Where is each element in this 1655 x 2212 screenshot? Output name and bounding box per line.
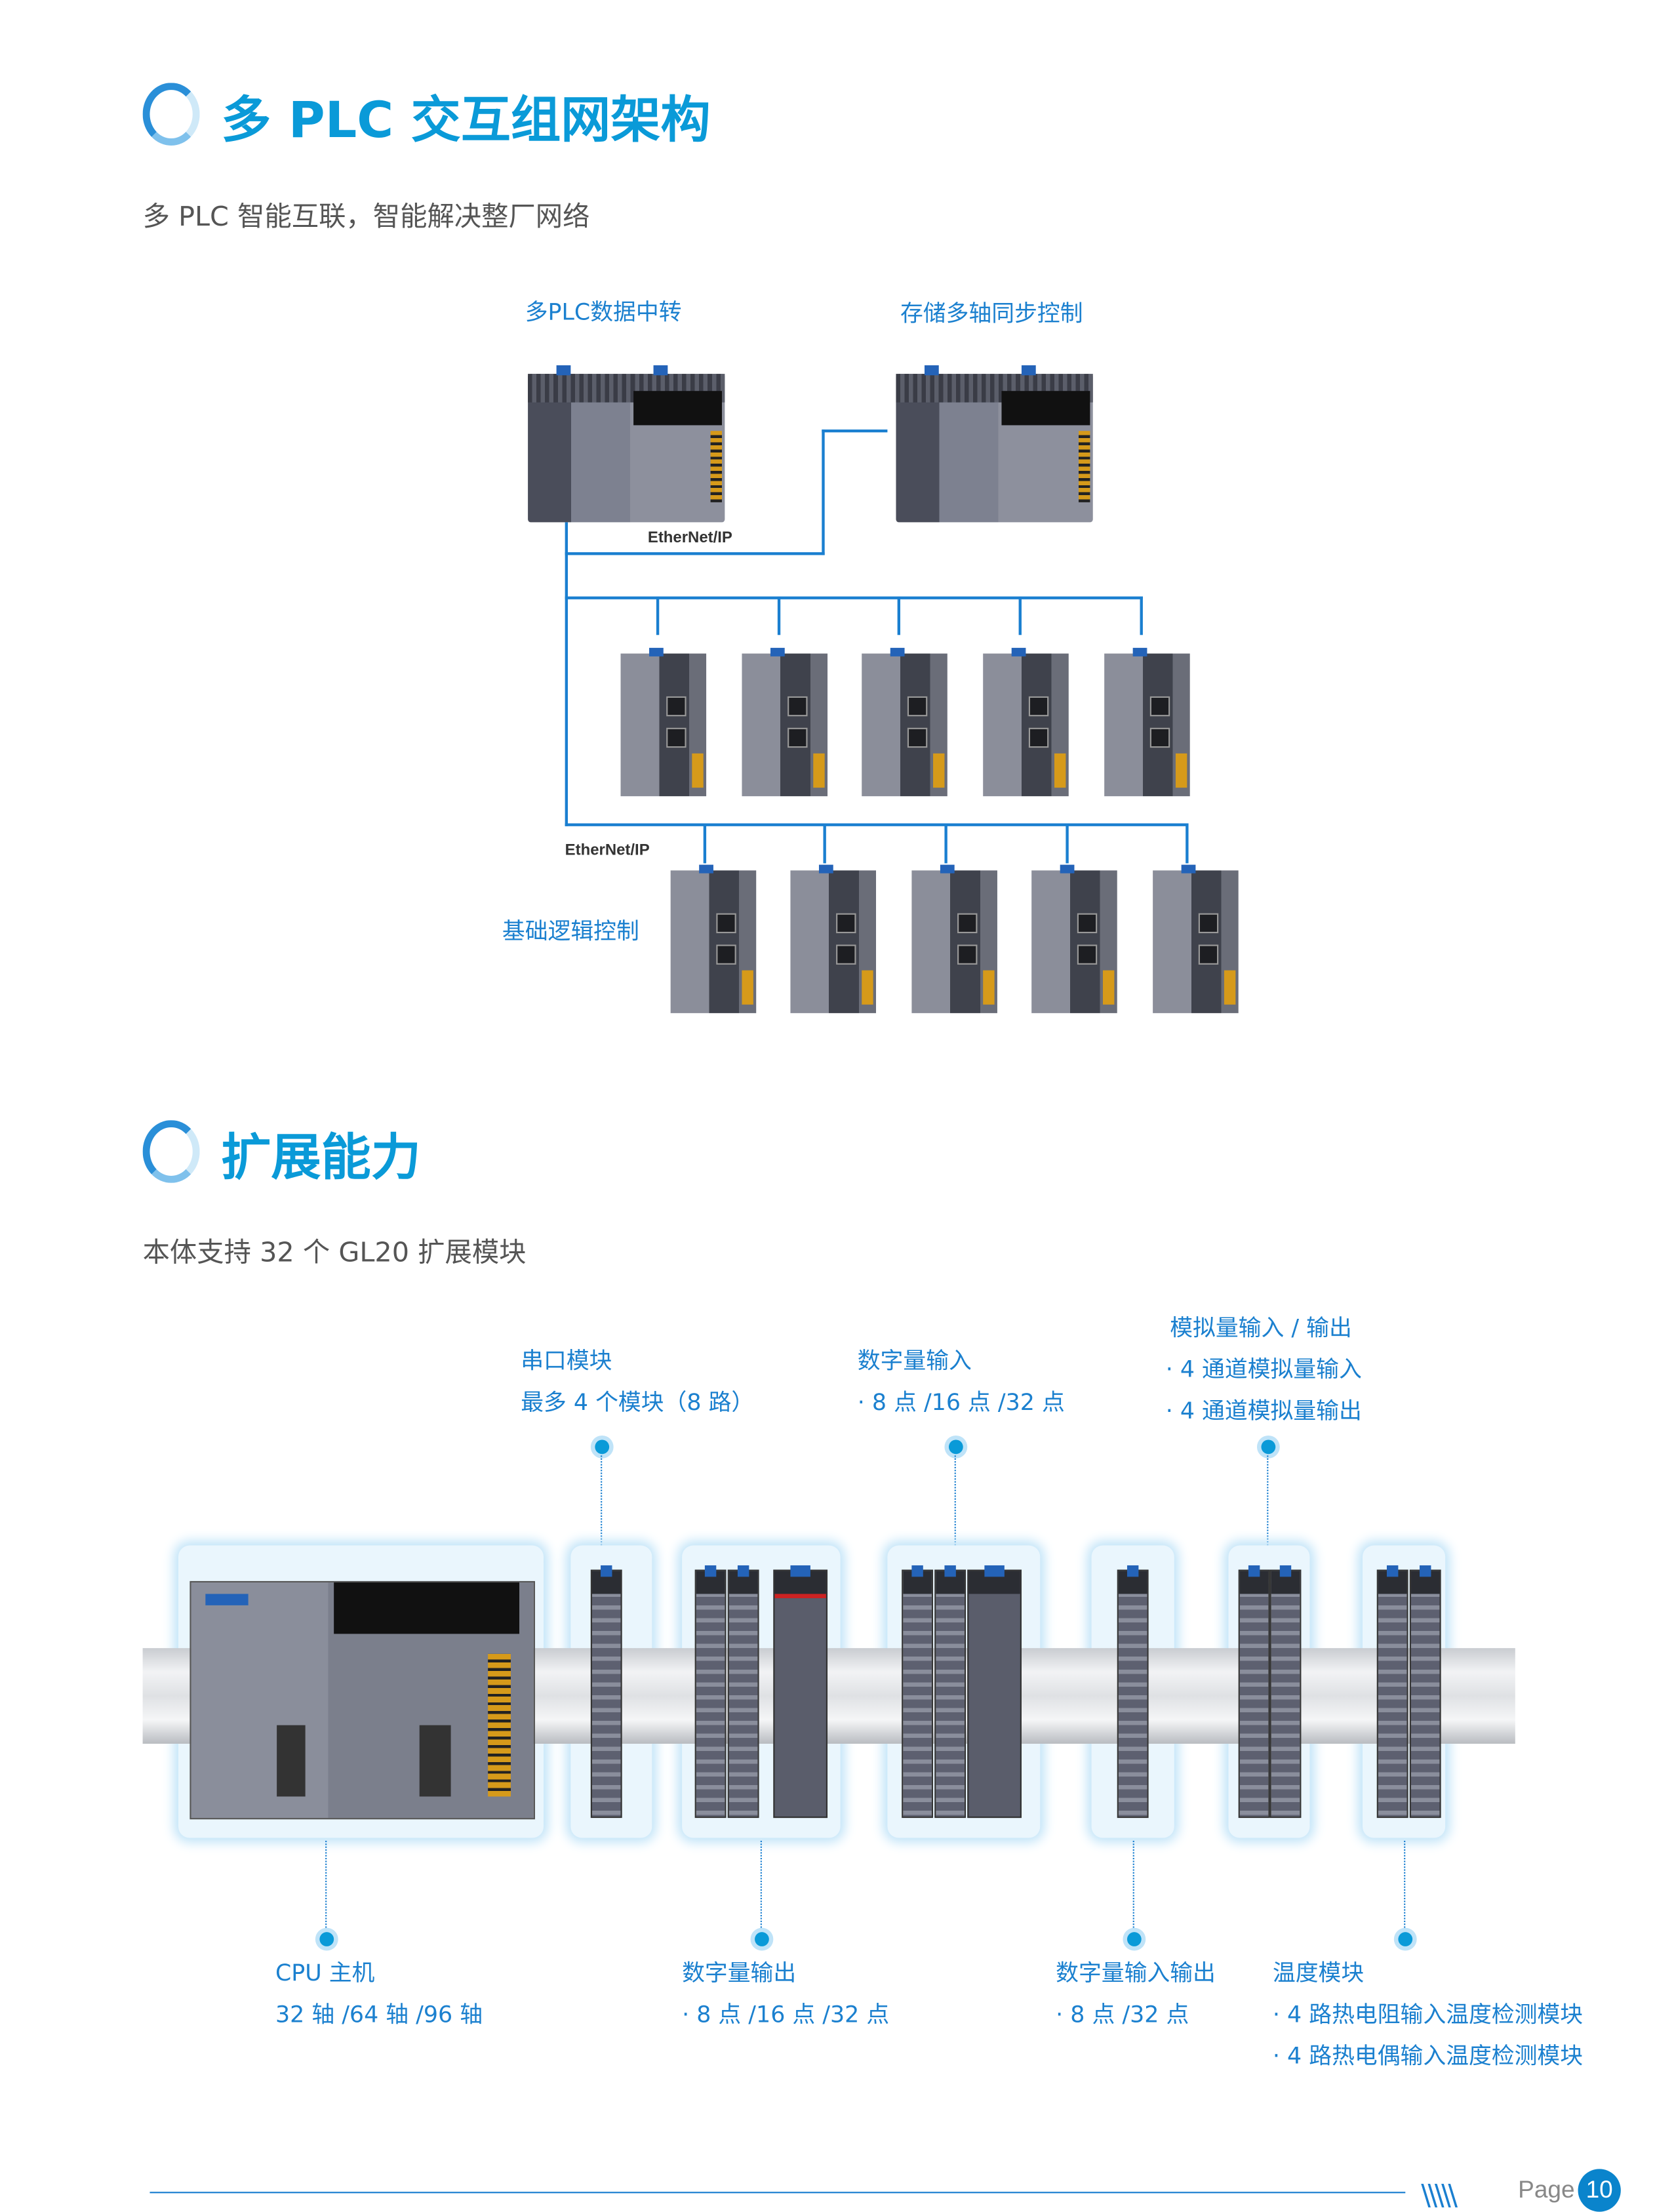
callout-dot	[948, 1439, 963, 1455]
network-drop	[1018, 596, 1022, 635]
network-drop	[944, 823, 947, 864]
remote-io-module	[790, 864, 877, 1013]
callout-dot	[755, 1932, 769, 1946]
digital-output-module-image	[773, 1565, 828, 1819]
footer-rule	[150, 2192, 1406, 2194]
plc-sync-image	[896, 365, 1093, 523]
network-drop	[897, 596, 900, 635]
serial-module-image	[590, 1565, 622, 1819]
section-ring-icon	[142, 1120, 200, 1183]
section-subtitle: 本体支持 32 个 GL20 扩展模块	[142, 1237, 527, 1269]
callout-line	[325, 1840, 327, 1931]
callout-dot	[1127, 1932, 1142, 1946]
network-line	[565, 823, 1189, 826]
callout-line	[954, 1455, 956, 1546]
label-digital-input: 数字量输入· 8 点 /16 点 /32 点	[857, 1347, 1065, 1416]
section-ring-icon	[142, 83, 200, 146]
page-label: Page	[1518, 2176, 1575, 2203]
temperature-module-image	[1376, 1565, 1408, 1819]
label-sync: 存储多轴同步控制	[900, 299, 1083, 327]
network-line	[565, 596, 1143, 599]
section-subtitle: 多 PLC 智能互联，智能解决整厂网络	[142, 201, 590, 233]
digital-input-module-image	[902, 1565, 934, 1819]
label-basic: 基础逻辑控制	[502, 917, 639, 945]
label-transfer: 多PLC数据中转	[525, 298, 682, 326]
callout-dot	[1398, 1932, 1413, 1946]
remote-io-module	[1153, 864, 1239, 1013]
network-line	[822, 429, 888, 433]
label-serial-module: 串口模块最多 4 个模块（8 路）	[521, 1347, 755, 1416]
section-title: 多 PLC 交互组网架构	[221, 92, 711, 150]
plc-master-image	[528, 365, 725, 523]
label-digital-output: 数字量输出· 8 点 /16 点 /32 点	[682, 1959, 890, 2028]
remote-io-module	[983, 647, 1069, 797]
slash-decoration-icon: \\\\\	[1421, 2177, 1458, 2212]
remote-io-module	[742, 647, 828, 797]
ethernet-ip-logo: EtherNet/IP	[647, 529, 732, 547]
digital-input-module-image	[967, 1565, 1022, 1819]
network-line	[565, 552, 825, 555]
remote-io-module	[862, 647, 947, 797]
callout-line	[1267, 1455, 1269, 1546]
digital-input-module-image	[934, 1565, 967, 1819]
network-drop	[1140, 596, 1143, 635]
network-drop	[1186, 823, 1189, 864]
network-drop	[656, 596, 660, 635]
ethernet-ip-logo: EtherNet/IP	[565, 841, 650, 859]
remote-io-module	[1031, 864, 1117, 1013]
label-temperature: 温度模块· 4 路热电阻输入温度检测模块· 4 路热电偶输入温度检测模块	[1272, 1959, 1584, 2070]
page-number-badge: 10	[1578, 2169, 1621, 2212]
remote-io-module	[620, 647, 707, 797]
network-line	[822, 429, 825, 555]
cpu-host-image	[189, 1580, 535, 1820]
network-drop	[777, 596, 781, 635]
analog-module-image	[1238, 1565, 1270, 1819]
label-analog-io: 模拟量输入 / 输出· 4 通道模拟量输入· 4 通道模拟量输出	[1165, 1314, 1362, 1424]
remote-io-module	[1104, 647, 1190, 797]
temperature-module-image	[1409, 1565, 1441, 1819]
digital-io-module-image	[1117, 1565, 1149, 1819]
callout-dot	[319, 1932, 334, 1946]
digital-output-module-image	[727, 1565, 759, 1819]
network-drop	[1066, 823, 1069, 864]
network-drop	[823, 823, 826, 864]
digital-output-module-image	[694, 1565, 727, 1819]
callout-dot	[595, 1439, 610, 1455]
remote-io-module	[911, 864, 997, 1013]
section-title: 扩展能力	[221, 1130, 421, 1188]
network-drop	[703, 823, 707, 864]
callout-dot	[1261, 1439, 1276, 1455]
callout-line	[1132, 1840, 1134, 1931]
callout-line	[601, 1455, 603, 1546]
label-digital-io: 数字量输入输出· 8 点 /32 点	[1056, 1959, 1216, 2028]
callout-line	[760, 1840, 762, 1931]
analog-module-image	[1269, 1565, 1302, 1819]
callout-line	[1404, 1840, 1406, 1931]
remote-io-module	[670, 864, 757, 1013]
network-line	[565, 522, 568, 826]
